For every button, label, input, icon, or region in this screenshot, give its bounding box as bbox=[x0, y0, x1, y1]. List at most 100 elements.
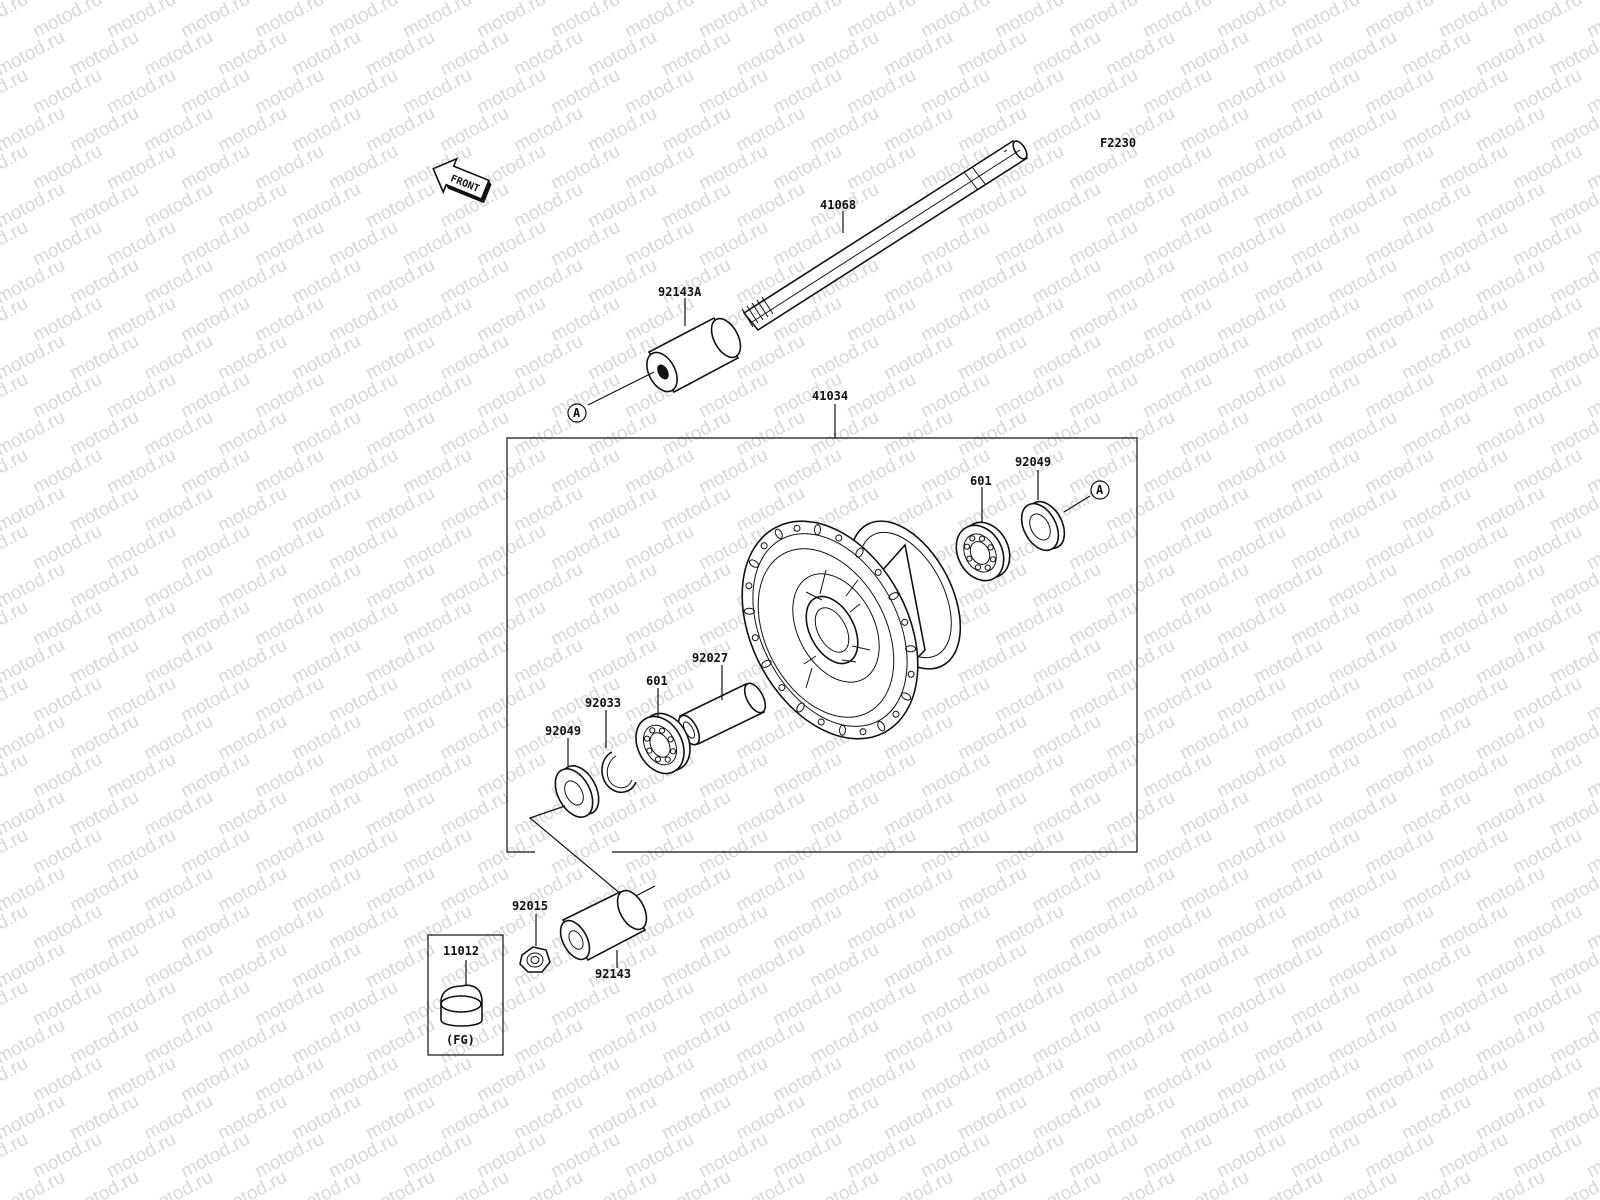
watermark-text: motod.ru bbox=[214, 103, 290, 157]
watermark-text: motod.ru bbox=[214, 939, 290, 993]
watermark-text: motod.ru bbox=[325, 141, 401, 195]
watermark-text: motod.ru bbox=[362, 939, 438, 993]
watermark-text: motod.ru bbox=[103, 901, 179, 955]
watermark-text: motod.ru bbox=[1287, 217, 1363, 271]
watermark-text: motod.ru bbox=[103, 977, 179, 1031]
watermark-text: motod.ru bbox=[806, 1167, 882, 1200]
watermark-text: motod.ru bbox=[473, 521, 549, 575]
watermark-text: motod.ru bbox=[1361, 217, 1437, 271]
watermark-text: motod.ru bbox=[1250, 407, 1326, 461]
watermark-text: motod.ru bbox=[473, 673, 549, 727]
watermark-text: motod.ru bbox=[177, 673, 253, 727]
watermark-text: motod.ru bbox=[436, 1091, 512, 1145]
watermark-text: motod.ru bbox=[103, 521, 179, 575]
watermark-text: motod.ru bbox=[1472, 483, 1548, 537]
watermark-text: motod.ru bbox=[288, 787, 364, 841]
seal-right-part bbox=[1020, 500, 1066, 552]
watermark-text: motod.ru bbox=[547, 1053, 623, 1107]
watermark-text: motod.ru bbox=[917, 217, 993, 271]
watermark-text: motod.ru bbox=[103, 597, 179, 651]
watermark-text: motod.ru bbox=[1398, 407, 1474, 461]
watermark-text: motod.ru bbox=[1324, 1167, 1400, 1200]
watermark-text: motod.ru bbox=[1065, 1129, 1141, 1183]
flange-hole bbox=[760, 542, 768, 550]
watermark-text: motod.ru bbox=[0, 977, 32, 1031]
watermark-text: motod.ru bbox=[658, 255, 734, 309]
watermark-text: motod.ru bbox=[362, 787, 438, 841]
watermark-text: motod.ru bbox=[436, 635, 512, 689]
watermark-text: motod.ru bbox=[547, 141, 623, 195]
watermark-text: motod.ru bbox=[1176, 331, 1252, 385]
watermark-text: motod.ru bbox=[1435, 749, 1511, 803]
watermark-text: motod.ru bbox=[177, 1053, 253, 1107]
watermark-text: motod.ru bbox=[1287, 597, 1363, 651]
watermark-text: motod.ru bbox=[436, 27, 512, 81]
watermark-text: motod.ru bbox=[325, 597, 401, 651]
watermark-text: motod.ru bbox=[1509, 749, 1585, 803]
watermark-text: motod.ru bbox=[880, 331, 956, 385]
watermark-text: motod.ru bbox=[1028, 559, 1104, 613]
watermark-text: motod.ru bbox=[1250, 1015, 1326, 1069]
watermark-text: motod.ru bbox=[140, 483, 216, 537]
watermark-text: motod.ru bbox=[1472, 103, 1548, 157]
watermark-text: motod.ru bbox=[584, 255, 660, 309]
watermark-text: motod.ru bbox=[1398, 787, 1474, 841]
diagram-code: F2230 bbox=[1100, 136, 1136, 150]
watermark-text: motod.ru bbox=[1139, 445, 1215, 499]
watermark-text: motod.ru bbox=[1139, 977, 1215, 1031]
watermark-text: motod.ru bbox=[547, 293, 623, 347]
watermark-text: motod.ru bbox=[473, 597, 549, 651]
watermark-text: motod.ru bbox=[695, 369, 771, 423]
watermark-text: motod.ru bbox=[288, 331, 364, 385]
watermark-text: motod.ru bbox=[1028, 179, 1104, 233]
watermark-text: motod.ru bbox=[29, 445, 105, 499]
watermark-text: motod.ru bbox=[103, 65, 179, 119]
ref-marker-a-left: A bbox=[567, 403, 587, 423]
watermark-text: motod.ru bbox=[66, 1091, 142, 1145]
watermark-text: motod.ru bbox=[1102, 331, 1178, 385]
watermark-text: motod.ru bbox=[288, 27, 364, 81]
watermark-text: motod.ru bbox=[362, 1091, 438, 1145]
watermark-text: motod.ru bbox=[251, 369, 327, 423]
bearing-ball bbox=[658, 727, 666, 734]
watermark-text: motod.ru bbox=[1472, 179, 1548, 233]
label-inner-collar: 92027 bbox=[692, 651, 728, 665]
watermark-text: motod.ru bbox=[177, 445, 253, 499]
watermark-text: motod.ru bbox=[473, 445, 549, 499]
watermark-text: motod.ru bbox=[1398, 1167, 1474, 1200]
svg-text:A: A bbox=[1096, 483, 1104, 497]
bearing-ball bbox=[646, 747, 653, 754]
watermark-text: motod.ru bbox=[1287, 749, 1363, 803]
bearing-right-part bbox=[955, 521, 1011, 582]
watermark-text: motod.ru bbox=[177, 65, 253, 119]
watermark-text: motod.ru bbox=[1213, 749, 1289, 803]
watermark-text: motod.ru bbox=[695, 749, 771, 803]
flange-hole bbox=[888, 592, 899, 601]
watermark-text: motod.ru bbox=[991, 977, 1067, 1031]
watermark-text: motod.ru bbox=[1176, 483, 1252, 537]
watermark-text: motod.ru bbox=[140, 1167, 216, 1200]
flange-hole bbox=[796, 702, 805, 713]
watermark-text: motod.ru bbox=[0, 901, 32, 955]
watermark-text: motod.ru bbox=[0, 217, 32, 271]
watermark-text: motod.ru bbox=[1287, 521, 1363, 575]
watermark-text: motod.ru bbox=[584, 1091, 660, 1145]
watermark-text: motod.ru bbox=[473, 977, 549, 1031]
watermark-text: motod.ru bbox=[510, 255, 586, 309]
watermark-text: motod.ru bbox=[66, 179, 142, 233]
flange-hole bbox=[905, 645, 917, 653]
watermark-text: motod.ru bbox=[1435, 673, 1511, 727]
watermark-text: motod.ru bbox=[1287, 445, 1363, 499]
watermark-text: motod.ru bbox=[1176, 559, 1252, 613]
watermark-text: motod.ru bbox=[1398, 483, 1474, 537]
watermark-text: motod.ru bbox=[177, 1129, 253, 1183]
bearing-ball bbox=[667, 736, 674, 743]
watermark-text: motod.ru bbox=[1509, 217, 1585, 271]
bearing-ball bbox=[978, 535, 986, 542]
nut-part bbox=[519, 946, 551, 973]
watermark-text: motod.ru bbox=[214, 635, 290, 689]
axle-thread bbox=[741, 296, 774, 328]
watermark-text: motod.ru bbox=[1287, 1053, 1363, 1107]
watermark-text: motod.ru bbox=[1028, 103, 1104, 157]
watermark-text: motod.ru bbox=[399, 1053, 475, 1107]
